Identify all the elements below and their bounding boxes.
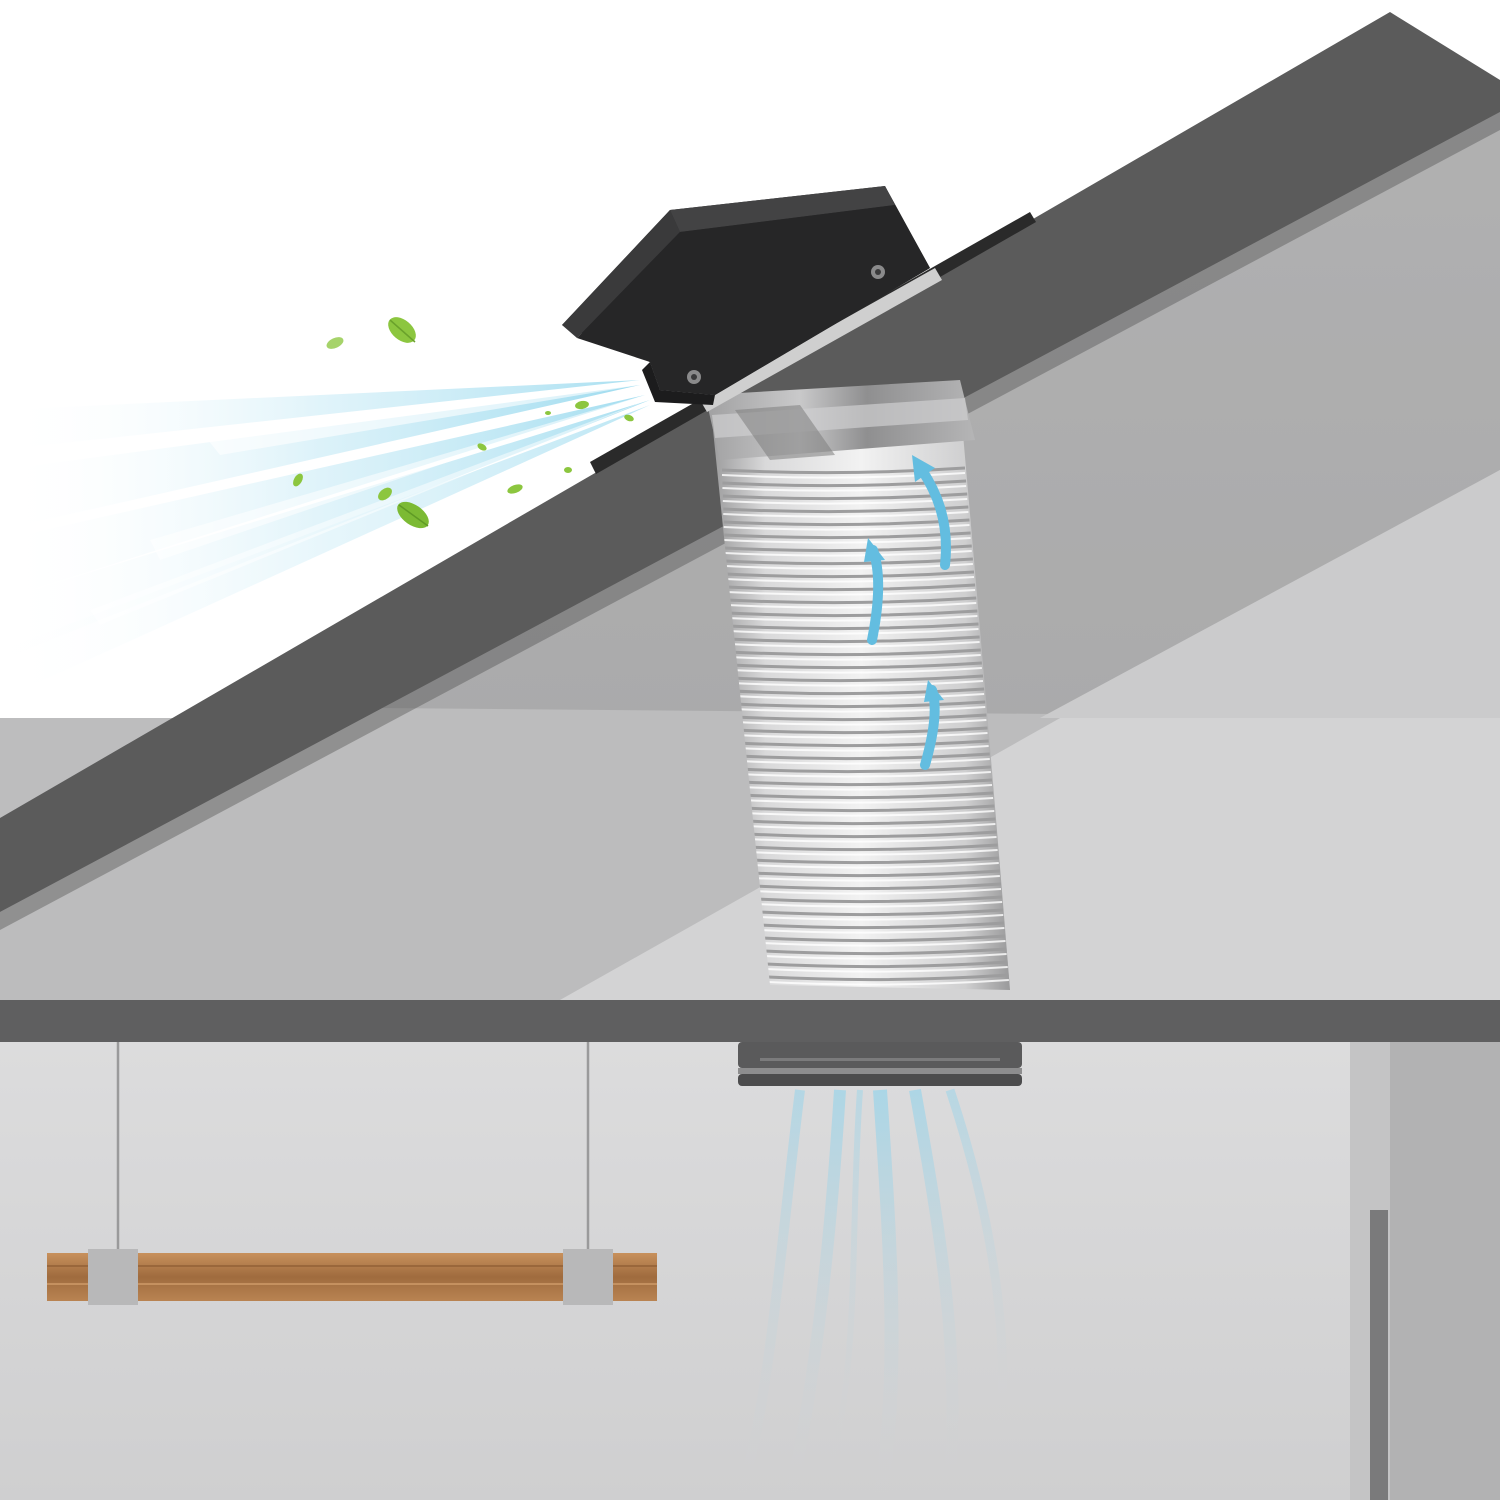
duct-rib [734, 713, 987, 722]
duct-rib [749, 843, 998, 852]
airflow-down [735, 1088, 1008, 1500]
duct-rib-highlight [752, 875, 1000, 882]
duct-rib-highlight [739, 771, 991, 778]
duct-rib [730, 661, 982, 670]
duct-rib [738, 752, 990, 761]
duct-rib [724, 531, 971, 540]
duct-rib [733, 700, 986, 709]
pipe-clamp [563, 1249, 613, 1305]
duct-rib [744, 804, 995, 813]
duct-rib [765, 960, 1008, 969]
duct-rib-highlight [742, 797, 994, 804]
duct-rib [756, 895, 1003, 904]
duct-rib [728, 622, 979, 631]
duct-rib [729, 635, 980, 644]
duct-rib-highlight [767, 979, 1009, 986]
ceiling-grille-icon [738, 1042, 1022, 1086]
duct-rib-highlight [734, 719, 987, 726]
duct-rib-highlight [741, 784, 993, 791]
duct-rib-highlight [721, 472, 966, 479]
duct-rib [742, 791, 994, 800]
duct-rib [754, 882, 1002, 891]
duct-rib-highlight [744, 810, 995, 817]
duct-rib [752, 869, 1000, 878]
duct-rib [762, 934, 1006, 943]
duct-rib [737, 739, 989, 748]
duct-rib-highlight [731, 680, 984, 687]
duct-rib-highlight [758, 914, 1004, 921]
duct-rib [725, 570, 975, 579]
duct-rib-highlight [724, 550, 972, 557]
duct-rib-highlight [765, 966, 1008, 973]
duct-rib-highlight [750, 862, 999, 869]
duct-rib-highlight [745, 823, 996, 830]
wood-pipe-icon [47, 1042, 657, 1305]
duct-rib-highlight [732, 693, 985, 700]
duct-rib-highlight [754, 888, 1002, 895]
duct-rib-highlight [725, 576, 975, 583]
roof-vent-icon [562, 186, 930, 405]
duct-rib-highlight [726, 602, 977, 609]
pipe-clamp [88, 1249, 138, 1305]
duct-rib-highlight [729, 641, 980, 648]
duct-rib [763, 947, 1007, 956]
duct-rib-highlight [724, 537, 971, 544]
duct-rib-highlight [727, 615, 978, 622]
duct-rib-highlight [747, 836, 997, 843]
duct-rib [731, 674, 984, 683]
duct-rib-highlight [749, 849, 998, 856]
airflow-arrow-icon [864, 455, 951, 770]
duct-rib [767, 973, 1009, 982]
duct-rib [747, 830, 997, 839]
duct-rib [721, 466, 966, 475]
duct-rib-highlight [730, 667, 982, 674]
duct-rib [726, 583, 976, 592]
duct-rib [758, 908, 1004, 917]
duct-rib [732, 687, 985, 696]
duct-rib [726, 596, 977, 605]
duct-rib-highlight [723, 524, 970, 531]
duct-rib-highlight [756, 901, 1003, 908]
duct-rib-highlight [733, 706, 986, 713]
duct-rib [750, 856, 999, 865]
duct-rib [722, 479, 967, 488]
duct-rib-highlight [728, 628, 979, 635]
duct-rib [727, 609, 978, 618]
flexible-duct-icon [705, 380, 1010, 990]
duct-rib-highlight [729, 654, 981, 661]
duct-rib-highlight [764, 953, 1007, 960]
duct-rib-highlight [762, 940, 1006, 947]
duct-rib [741, 778, 993, 787]
duct-rib [729, 648, 981, 657]
duct-rib-highlight [738, 758, 990, 765]
flashing-plate [590, 212, 1036, 474]
duct-rib [760, 921, 1005, 930]
duct-rib [745, 817, 996, 826]
duct-rib-highlight [737, 745, 989, 752]
duct-rib [739, 765, 991, 774]
duct-rib-highlight [735, 732, 988, 739]
duct-rib [724, 544, 972, 553]
duct-rib-highlight [760, 927, 1005, 934]
leaf-icon [293, 317, 634, 529]
duct-rib [735, 726, 988, 735]
duct-rib-highlight [726, 589, 976, 596]
